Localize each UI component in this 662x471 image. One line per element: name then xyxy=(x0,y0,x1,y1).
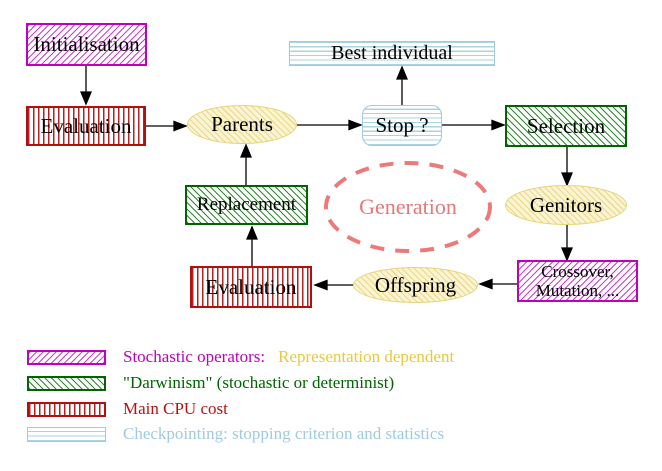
legend-label-checkpointing: Checkpointing: stopping criterion and st… xyxy=(123,424,445,443)
arrowhead-parents-to-stop xyxy=(348,119,363,131)
legend-label-representation-dependent: Representation dependent xyxy=(278,347,455,366)
legend-row-checkpointing: Checkpointing: stopping criterion and st… xyxy=(27,424,444,444)
node-initialisation: Initialisation xyxy=(26,23,147,66)
node-evaluation-top: Evaluation xyxy=(26,106,146,146)
legend-row-main-cpu-cost: Main CPU cost xyxy=(27,399,228,419)
generation-label: Generation xyxy=(359,194,457,219)
legend-label-main-cpu-cost: Main CPU cost xyxy=(123,399,228,418)
legend-swatch-cyan-stripes xyxy=(27,426,106,442)
node-crossover-mutation: Crossover, Mutation, ... xyxy=(517,260,638,302)
node-offspring: Offspring xyxy=(353,267,478,303)
arrowhead-replacement-to-parents xyxy=(240,143,252,158)
arrowhead-crossover-to-offspring xyxy=(478,278,493,290)
node-replacement: Replacement xyxy=(185,185,308,225)
arrowhead-stop-to-selection xyxy=(491,119,506,131)
legend-swatch-magenta-hatch xyxy=(27,349,106,365)
node-best-individual: Best individual xyxy=(289,41,495,66)
node-parents: Parents xyxy=(187,105,297,144)
node-evaluation-bottom: Evaluation xyxy=(190,266,312,308)
arrowhead-genitors-to-crossover xyxy=(561,247,573,262)
node-selection: Selection xyxy=(505,105,627,147)
legend-row-stochastic-operators: Stochastic operators: Representation dep… xyxy=(27,347,454,367)
legend-label-darwinism: "Darwinism" (stochastic or determinist) xyxy=(123,373,395,392)
legend-label-stochastic-operators: Stochastic operators: xyxy=(123,347,266,366)
generation-dashed-ellipse xyxy=(324,161,492,253)
arrowhead-evaluation-to-parents xyxy=(173,120,188,132)
node-genitors: Genitors xyxy=(505,185,627,225)
legend-swatch-green-hatch xyxy=(27,375,106,391)
arrowhead-initialisation-to-evaluation xyxy=(80,91,92,106)
crossover-line1: Crossover, xyxy=(541,262,614,281)
crossover-line2: Mutation, ... xyxy=(535,281,620,300)
arrowhead-evaluation-to-replacement xyxy=(246,225,258,240)
node-stop: Stop ? xyxy=(362,105,442,146)
arrowhead-selection-to-genitors xyxy=(561,172,573,187)
legend-row-darwinism: "Darwinism" (stochastic or determinist) xyxy=(27,373,394,393)
arrowhead-stop-to-best-individual xyxy=(396,65,408,80)
legend-swatch-red-stripes xyxy=(27,401,106,417)
arrowhead-offspring-to-evaluation xyxy=(313,279,328,291)
